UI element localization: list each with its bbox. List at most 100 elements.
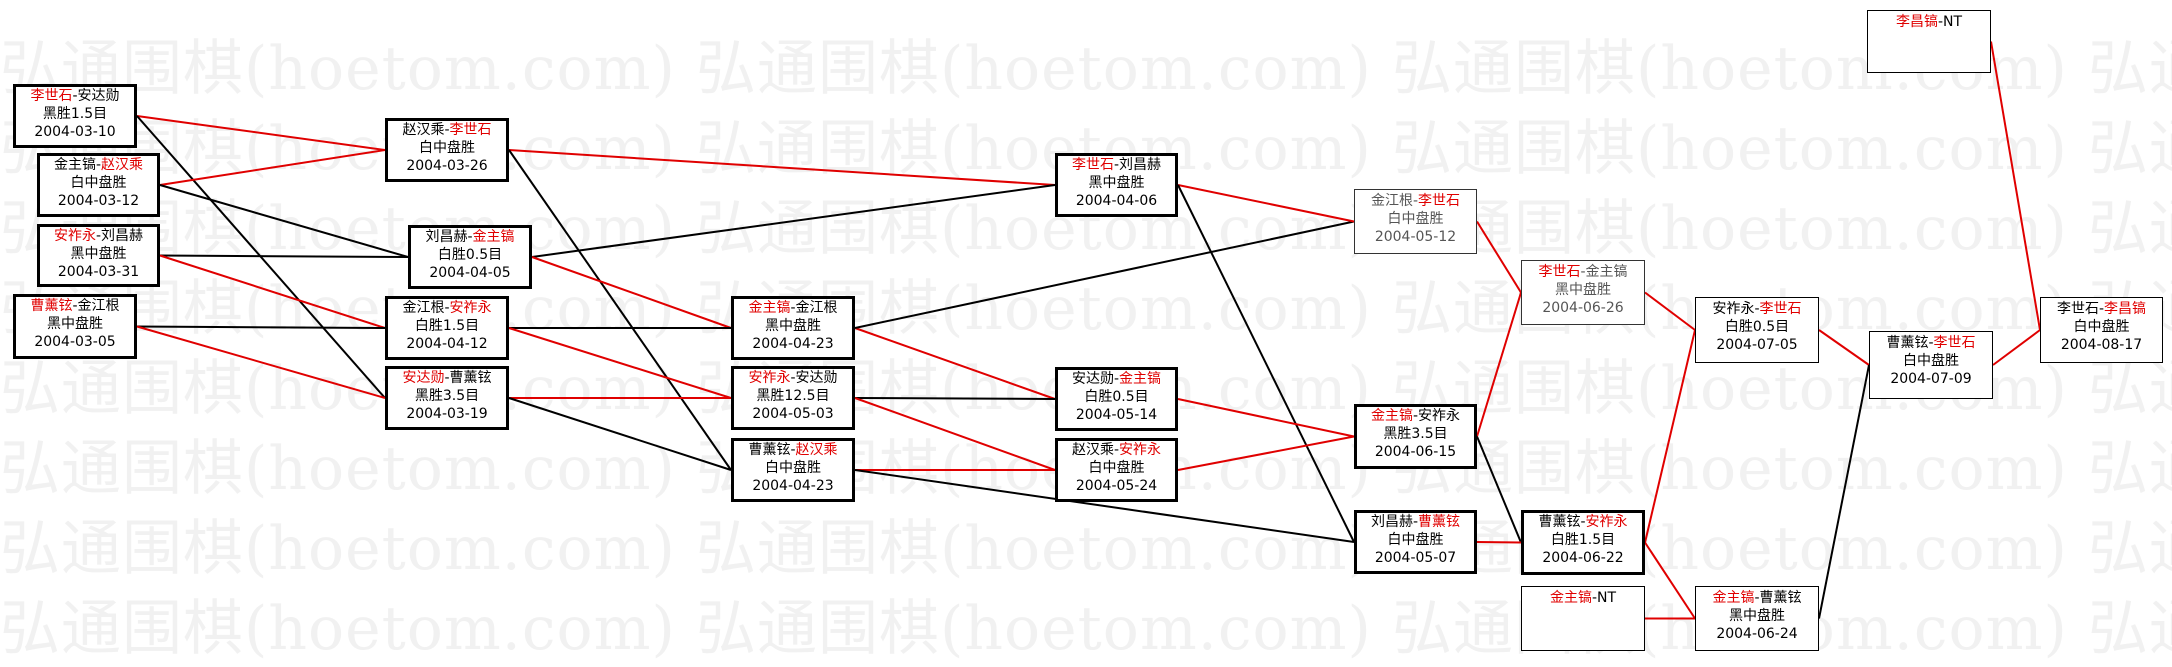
winner-name: 安祚永: [1585, 514, 1628, 530]
match-players: 金主镐-安祚永: [1357, 407, 1474, 425]
match-result: 白中盘胜: [765, 460, 821, 476]
winner-name: 曹薰铉: [30, 298, 73, 314]
match-players: 曹薰铉-金江根: [16, 297, 134, 315]
match-players: 安祚永-刘昌赫: [40, 227, 157, 245]
match-players: 曹薰铉-赵汉乘: [734, 441, 852, 459]
match-date: 2004-07-09: [1890, 371, 1972, 387]
winner-name: 安达勋: [402, 370, 445, 386]
players-separator: -: [1113, 157, 1120, 173]
match-players: 李世石-李昌镐: [2041, 300, 2162, 318]
loser-name: 曹薰铉: [1886, 335, 1929, 351]
match-date: 2004-04-06: [1075, 193, 1158, 209]
loser-name: NT: [1943, 14, 1963, 30]
loser-name: 安祚永: [1418, 408, 1461, 424]
bracket-link: [1476, 220, 1522, 294]
match-players: 金江根-安祚永: [388, 299, 506, 317]
match-players: 赵汉乘-李世石: [388, 121, 506, 139]
match-result: 白胜0.5目: [1084, 389, 1149, 405]
winner-name: 李昌镐: [1895, 14, 1938, 30]
match-players: 金江根-李世石: [1355, 192, 1476, 210]
match-result: 白中盘胜: [1387, 532, 1444, 548]
loser-name: 金主镐: [53, 157, 96, 173]
match-date: 2004-04-23: [752, 478, 834, 494]
bracket-link: [159, 254, 386, 329]
players-separator: -: [72, 88, 78, 104]
players-separator: -: [1580, 514, 1586, 530]
bracket-link: [1476, 541, 1522, 544]
winner-name: 李世石: [1418, 193, 1461, 209]
loser-name: 刘昌赫: [1119, 157, 1162, 173]
match-box: 曹薰铉-赵汉乘白中盘胜 2004-04-23: [731, 438, 855, 502]
winner-name: 金主镐: [1370, 408, 1413, 424]
bracket-link: [136, 325, 386, 399]
match-date: 2004-03-10: [34, 124, 116, 140]
loser-name: 安达勋: [1071, 371, 1114, 387]
match-date: 2004-03-12: [57, 193, 140, 209]
bracket-link: [508, 149, 732, 471]
match-date: 2004-07-05: [1716, 337, 1798, 353]
winner-name: 李世石: [1933, 335, 1976, 351]
match-date: 2004-03-05: [34, 334, 116, 350]
match-result: 白中盘胜: [1088, 460, 1145, 476]
players-separator: -: [1754, 590, 1760, 606]
bracket-link: [508, 397, 732, 471]
loser-name: 金江根: [77, 298, 120, 314]
winner-name: 李世石: [1538, 264, 1581, 280]
match-players: 刘昌赫-曹薰铉: [1357, 513, 1474, 531]
match-players: 安达勋-金主镐: [1058, 370, 1175, 388]
bracket-link: [1818, 329, 1870, 366]
match-result: 黑胜12.5目: [756, 388, 830, 404]
players-separator: -: [1113, 371, 1120, 387]
loser-name: 安达勋: [77, 88, 120, 104]
players-separator: -: [1937, 14, 1944, 30]
winner-name: 赵汉乘: [101, 157, 144, 173]
match-result: 白中盘胜: [1903, 353, 1959, 369]
match-result: 白胜0.5目: [437, 247, 503, 263]
loser-name: 曹薰铉: [1538, 514, 1581, 530]
bracket-link: [159, 254, 409, 258]
players-separator: -: [72, 298, 78, 314]
bracket-link: [508, 327, 732, 399]
match-date: 2004-06-15: [1374, 444, 1457, 460]
loser-name: 金江根: [402, 300, 445, 316]
match-result: 白胜1.5目: [414, 318, 480, 334]
match-result: 黑胜3.5目: [414, 388, 480, 404]
match-result: 黑中盘胜: [1088, 175, 1145, 191]
players-separator: -: [1928, 335, 1934, 351]
match-result: 白中盘胜: [70, 175, 127, 191]
loser-name: 刘昌赫: [1370, 514, 1413, 530]
players-separator: -: [1412, 514, 1419, 530]
match-date: 2004-06-22: [1542, 550, 1624, 566]
match-result: 黑胜3.5目: [1383, 426, 1448, 442]
match-players: 曹薰铉-李世石: [1870, 334, 1992, 352]
bracket-link: [1177, 435, 1355, 471]
bracket-link: [508, 149, 1056, 186]
match-box: 金主镐-NT: [1521, 586, 1645, 651]
winner-name: 李世石: [449, 122, 492, 138]
match-result: 白中盘胜: [2073, 319, 2130, 335]
players-separator: -: [1591, 590, 1598, 606]
winner-name: 安祚永: [748, 370, 791, 386]
bracket-link: [854, 397, 1056, 471]
match-players: 赵汉乘-安祚永: [1058, 441, 1175, 459]
bracket-link: [854, 220, 1355, 329]
bracket-link: [854, 397, 1056, 400]
loser-name: 赵汉乘: [1071, 442, 1114, 458]
winner-name: 李昌镐: [2104, 301, 2147, 317]
winner-name: 金主镐: [472, 229, 515, 245]
match-date: 2004-03-19: [406, 406, 488, 422]
players-separator: -: [467, 229, 473, 245]
loser-name: 曹薰铉: [748, 442, 791, 458]
players-separator: -: [790, 300, 796, 316]
bracket-link: [1476, 292, 1522, 437]
bracket-link: [136, 325, 386, 329]
